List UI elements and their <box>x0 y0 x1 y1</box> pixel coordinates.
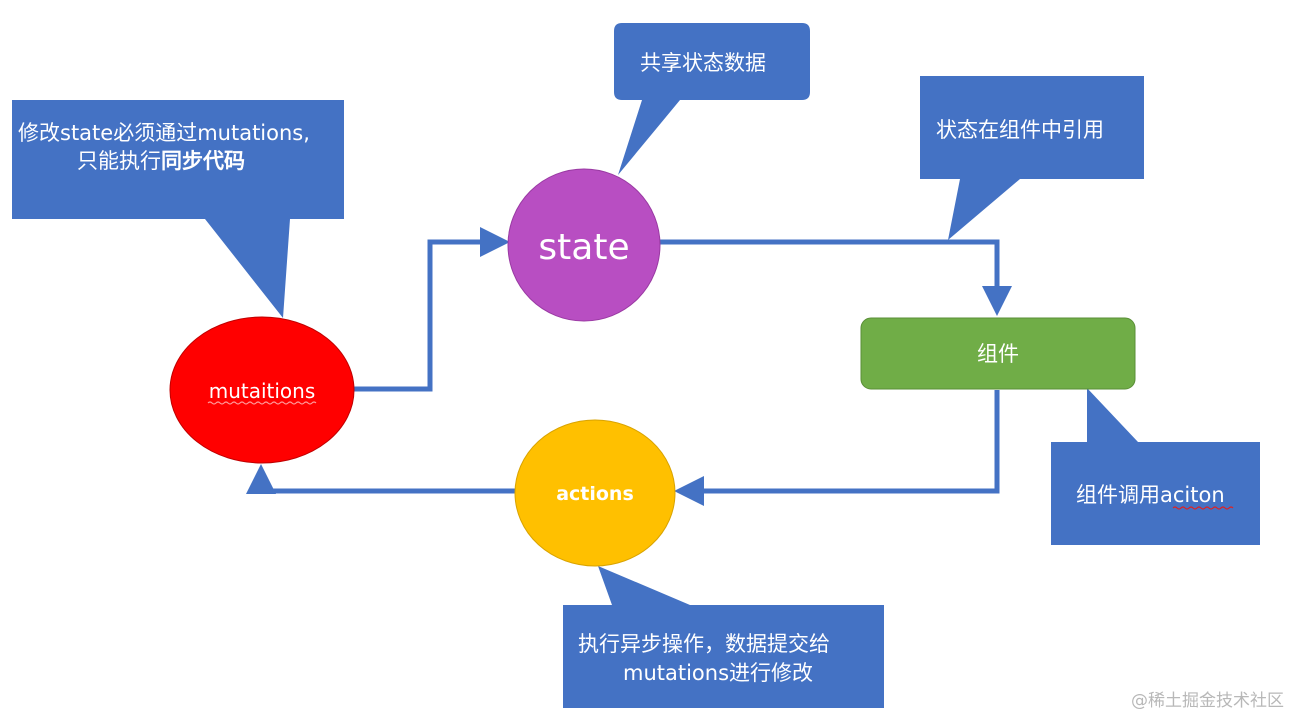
callout-actions-line1: 执行异步操作，数据提交给 <box>578 632 830 656</box>
node-component: 组件 <box>860 317 1136 390</box>
arrow-actions-to-mutations <box>246 464 516 494</box>
callout-mutations-line2: 只能执行同步代码 <box>77 149 245 173</box>
callout-actions-note: 执行异步操作，数据提交给 mutations进行修改 <box>563 566 884 708</box>
node-state: state <box>507 168 661 322</box>
callout-action-text: 组件调用aciton <box>1076 483 1225 507</box>
callout-action-note: 组件调用aciton <box>1051 388 1260 545</box>
node-mutations: mutaitions <box>169 316 355 464</box>
node-state-label: state <box>538 227 629 268</box>
callout-mutations-line1: 修改state必须通过mutations, <box>18 121 310 145</box>
spellcheck-underline <box>1172 506 1234 510</box>
node-mutations-label: mutaitions <box>209 379 316 403</box>
callout-mutations-note: 修改state必须通过mutations, 只能执行同步代码 <box>12 100 344 318</box>
arrow-mutations-to-state <box>354 227 510 392</box>
callout-component-text: 状态在组件中引用 <box>936 118 1104 142</box>
arrow-component-to-actions <box>674 390 1000 506</box>
callout-actions-line2: mutations进行修改 <box>623 661 813 685</box>
arrow-state-to-component <box>660 239 1012 316</box>
spellcheck-underline <box>207 401 317 405</box>
callout-state-note: 共享状态数据 <box>614 23 810 175</box>
callout-state-text: 共享状态数据 <box>640 51 766 75</box>
node-actions: actions <box>514 419 676 567</box>
callout-component-note: 状态在组件中引用 <box>920 76 1144 240</box>
watermark: @稀土掘金技术社区 <box>1131 691 1284 711</box>
node-actions-label: actions <box>556 483 634 505</box>
node-component-label: 组件 <box>977 342 1019 366</box>
